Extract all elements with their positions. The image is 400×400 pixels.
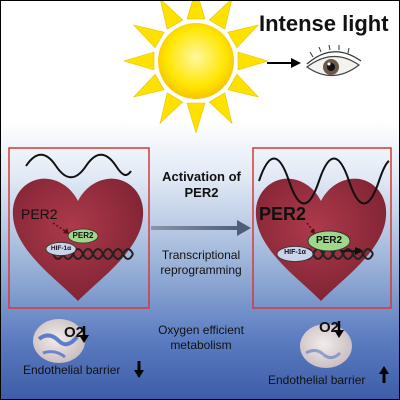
right-o2-down-arrow-icon [334,321,344,338]
right-hif-label: HIF-1α [284,249,306,256]
right-per2-oval-label: PER2 [315,235,343,246]
right-hif-oval [276,246,314,262]
right-transcription-arrow-icon [341,247,363,255]
left-hif-label: HIF-1α [50,245,72,252]
right-per2-dashed-arrow-icon [306,222,315,234]
left-per2-dashed-arrow-icon [52,222,69,234]
eye-icon [305,44,362,77]
right-panel-frame [252,147,392,309]
left-panel-frame [8,147,150,309]
left-o2-down-arrow-icon [79,326,89,343]
right-barrier-up-arrow-icon [379,366,389,383]
right-barrier-text: Endothelial barrier [268,373,366,387]
sun-icon [122,1,270,135]
title-text: Intense light [259,11,389,36]
left-tissue-image [33,319,85,363]
right-circadian-wave [258,157,390,205]
left-circadian-wave [25,153,132,179]
left-o2-label: O2 [63,324,84,341]
arrow-to-eye-icon [267,58,301,68]
left-barrier-down-arrow-icon [134,361,144,378]
activation-text: Activation of PER2 [162,169,241,200]
left-per2-oval-label: PER2 [72,231,94,240]
metabolism-text: Oxygen efficient metabolism [158,323,244,352]
transition-arrow-icon [151,220,251,236]
left-per2-oval [67,228,99,244]
left-per2-label: PER2 [21,206,58,222]
left-hif-oval [45,242,77,256]
reprogramming-text: Transcriptional reprogramming [160,248,242,277]
right-o2-label: O2 [318,319,339,336]
left-barrier-text: Endothelial barrier [23,363,121,377]
right-per2-oval [307,230,351,252]
right-per2-label: PER2 [259,204,307,224]
